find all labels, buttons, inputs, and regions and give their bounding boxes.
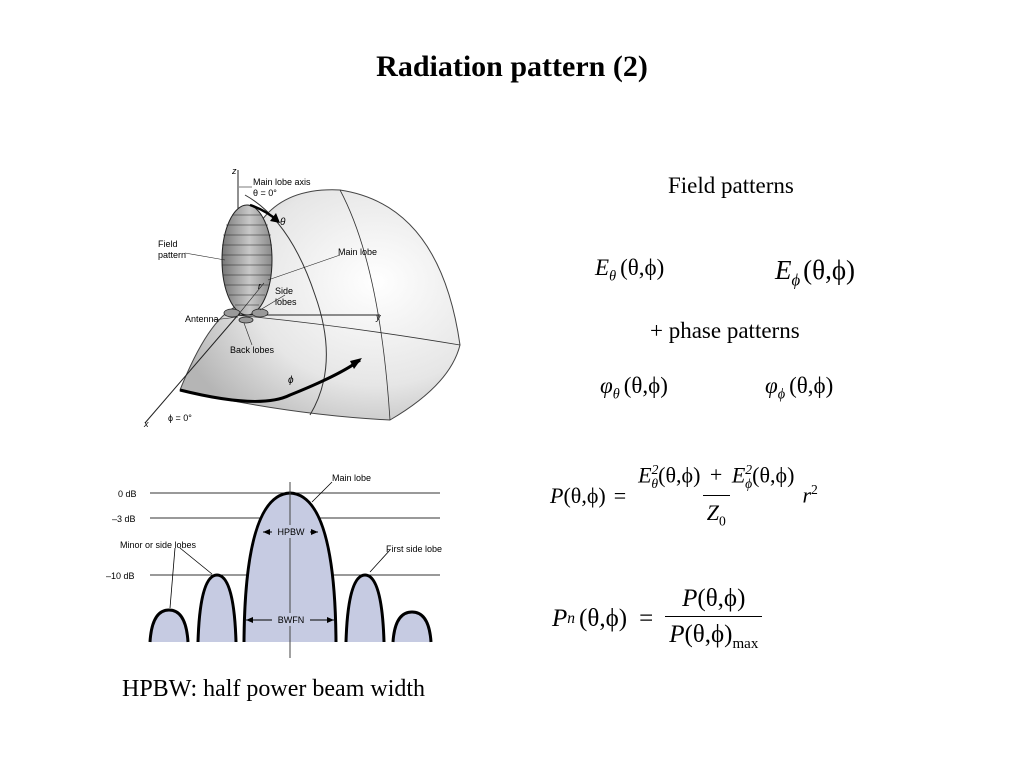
antenna-label: Antenna (185, 314, 219, 324)
main-lobe-label: Main lobe (338, 247, 377, 257)
y-axis-label: y (375, 312, 381, 322)
e-phi-formula: Eϕ(θ,ϕ) (775, 255, 856, 290)
back-lobe (238, 316, 254, 324)
side-lobe-shape (148, 608, 190, 643)
field-pattern-label: Field (158, 239, 178, 249)
main-lobe-shape (221, 204, 273, 316)
phase-patterns-heading: + phase patterns (650, 318, 800, 343)
side-lobe (223, 308, 241, 318)
main-lobe-label: Main lobe (332, 473, 371, 483)
side-lobe (251, 308, 269, 318)
minor-lobes-label: Minor or side lobes (120, 540, 197, 550)
back-lobes-label: Back lobes (230, 345, 275, 355)
phi-label: ϕ (288, 375, 294, 386)
pattern-2d-figure: HPBW BWFN 0 dB –3 dB –10 dB Main lobe Mi… (106, 473, 442, 658)
field-pattern-shell (179, 189, 461, 421)
level-10db-label: –10 dB (106, 571, 135, 581)
field-patterns-heading: Field patterns (668, 173, 794, 198)
hpbw-label: HPBW (278, 527, 306, 537)
phase-theta-formula: φθ(θ,ϕ) (600, 373, 668, 403)
side-lobe-shape (391, 610, 433, 643)
main-lobe-axis-label: Main lobe axis (253, 177, 311, 187)
phi-zero-label: ϕ = 0° (168, 413, 192, 423)
phase-phi-formula: φϕ(θ,ϕ) (765, 373, 834, 403)
first-side-lobe-label: First side lobe (386, 544, 442, 554)
x-axis-label: x (143, 419, 149, 429)
e-theta-formula: Eθ(θ,ϕ) (595, 255, 665, 285)
level-0db-label: 0 dB (118, 489, 137, 499)
svg-text:pattern: pattern (158, 250, 186, 260)
side-lobe-shape (196, 573, 238, 643)
bwfn-label: BWFN (278, 615, 305, 625)
theta-label: θ (280, 217, 286, 228)
power-pattern-formula: P(θ,ϕ) = E2θ(θ,ϕ) + E2ϕ(θ,ϕ) Z0 r2 (550, 462, 818, 529)
pattern-3d-figure: z Main lobe axis θ = 0° Field pattern θ … (143, 166, 461, 429)
z-axis-label: z (231, 166, 237, 176)
svg-text:lobes: lobes (275, 297, 297, 307)
level-3db-label: –3 dB (112, 514, 136, 524)
figure-caption: HPBW: half power beam width (122, 676, 426, 702)
phi-arc (179, 358, 361, 403)
r-label: r (258, 281, 262, 291)
slide-title: Radiation pattern (2) (376, 50, 648, 83)
theta-zero-label: θ = 0° (253, 188, 277, 198)
x-axis-line (144, 314, 239, 424)
first-side-lobe-shape (344, 573, 386, 643)
side-lobes-label: Side (275, 286, 293, 296)
